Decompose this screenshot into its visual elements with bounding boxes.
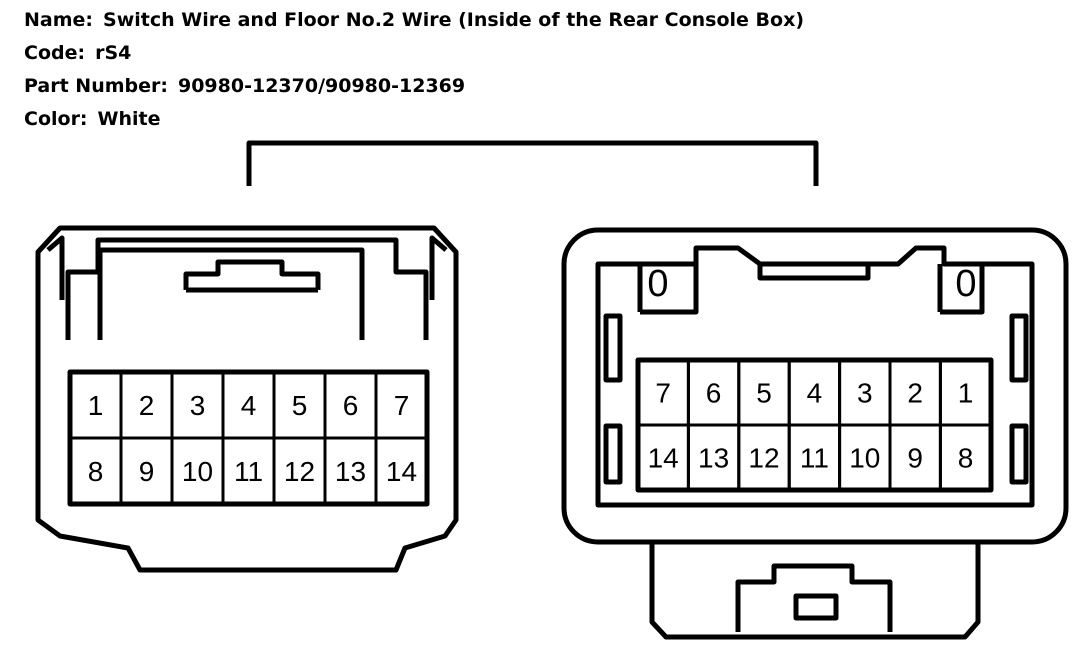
right-guide-right-bottom (1009, 423, 1029, 485)
left-pin-label: 9 (139, 456, 155, 487)
left-pin-cell (374, 436, 429, 506)
left-pin-label: 1 (88, 390, 104, 421)
left-connector-housing (35, 225, 459, 573)
right-guide-left-top (603, 313, 623, 383)
right-guide-left-bottom (603, 423, 623, 485)
right-lock-slot (757, 264, 871, 281)
right-lock-posts (637, 264, 943, 312)
left-lock-tab (183, 259, 321, 290)
left-pin-label: 6 (343, 390, 359, 421)
code-value: rS4 (95, 42, 132, 64)
right-lock-pockets (640, 264, 985, 315)
part-number-label: Part Number: (24, 75, 168, 97)
right-pin-label: 1 (958, 378, 974, 409)
code-row: Code: rS4 (24, 37, 804, 70)
right-pin-grid: 7 6 5 4 3 2 1 14 13 12 11 10 9 8 (636, 358, 993, 492)
right-guide-right-top (1009, 313, 1029, 383)
right-pin-cell (938, 423, 993, 492)
left-housing-ridge-left (46, 235, 65, 300)
left-pin-label: 2 (139, 390, 155, 421)
left-pin-label: 13 (335, 456, 366, 487)
right-pin-label: 3 (857, 378, 873, 409)
name-row: Name: Switch Wire and Floor No.2 Wire (In… (24, 4, 804, 37)
left-pin-label: 11 (234, 456, 263, 487)
right-pin-label: 11 (800, 443, 829, 474)
right-lock-mark-left: 0 (647, 263, 668, 305)
name-label: Name: (24, 9, 94, 31)
right-pin-label: 10 (849, 443, 880, 474)
left-housing-ridge-right (429, 235, 448, 300)
code-label: Code: (24, 42, 86, 64)
left-pin-label: 7 (394, 390, 410, 421)
left-pin-label: 14 (386, 456, 417, 487)
mating-bracket (246, 140, 819, 186)
right-pin-label: 13 (698, 443, 729, 474)
left-pin-label: 5 (292, 390, 308, 421)
right-pin-label: 2 (907, 378, 923, 409)
right-pin-label: 5 (756, 378, 772, 409)
color-label: Color: (24, 108, 88, 130)
right-lower-housing (649, 542, 981, 640)
right-pin-label: 12 (748, 443, 779, 474)
part-number-value: 90980-12370/90980-12369 (177, 75, 466, 97)
color-row: Color: White (24, 103, 804, 136)
right-connector-housing (561, 227, 1069, 545)
left-pin-label: 10 (182, 456, 213, 487)
right-lock-mark-right: 0 (955, 263, 976, 305)
part-number-row: Part Number: 90980-12370/90980-12369 (24, 70, 804, 103)
color-value: White (97, 108, 161, 130)
right-pin-label: 8 (958, 443, 974, 474)
right-lower-lock-tab (793, 593, 839, 621)
right-lower-lock (735, 563, 893, 632)
left-pin-label: 8 (88, 456, 104, 487)
right-pin-label: 6 (706, 378, 722, 409)
left-lock-frame (97, 247, 365, 340)
right-pin-label: 14 (648, 443, 679, 474)
right-pin-label: 4 (807, 378, 823, 409)
connector-info: Name: Switch Wire and Floor No.2 Wire (In… (24, 4, 804, 136)
name-value: Switch Wire and Floor No.2 Wire (Inside … (103, 9, 805, 31)
right-pin-label: 7 (655, 378, 671, 409)
right-connector: 0 0 7 6 5 4 3 2 1 14 13 12 11 10 9 8 (561, 227, 1069, 640)
left-inner-frame (65, 237, 429, 340)
left-pin-label: 12 (284, 456, 315, 487)
left-pin-label: 4 (241, 390, 257, 421)
left-pin-label: 3 (190, 390, 206, 421)
right-pin-label: 9 (907, 443, 923, 474)
